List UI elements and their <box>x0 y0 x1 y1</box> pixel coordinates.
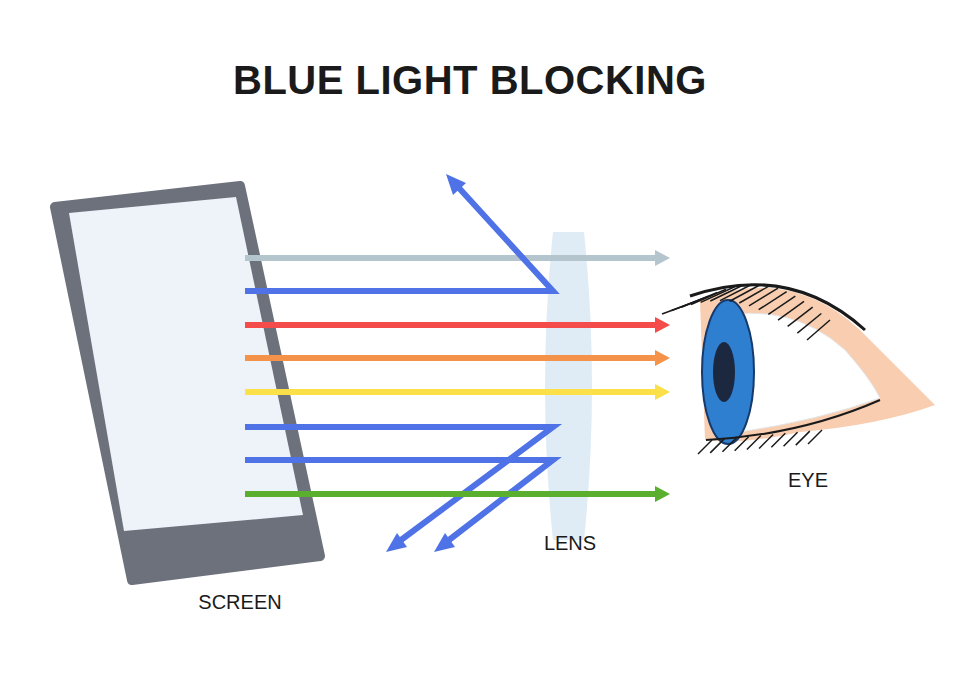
eyelash <box>771 433 785 447</box>
part-label: LENS <box>544 532 596 555</box>
eyelash <box>749 288 778 306</box>
blue-ray <box>245 427 553 540</box>
eyelid-line <box>690 285 865 330</box>
part-label: EYE <box>788 469 828 492</box>
pupil <box>713 342 735 402</box>
blue-ray <box>245 460 553 540</box>
eyelash <box>807 320 830 340</box>
blue-ray <box>245 188 553 291</box>
eyelash <box>701 287 735 303</box>
red-ray <box>245 322 656 328</box>
green-ray <box>245 491 656 497</box>
light-rays <box>245 188 656 540</box>
eyelash <box>808 430 822 444</box>
gray-ray <box>245 255 656 261</box>
eyelash <box>722 438 736 452</box>
arrowhead <box>655 317 670 333</box>
arrowheads <box>386 174 670 552</box>
eyelash <box>759 434 773 448</box>
eyelash <box>710 285 743 301</box>
yellow-ray <box>245 389 656 395</box>
arrowhead <box>434 533 455 552</box>
orange-ray <box>245 355 656 361</box>
eyelash <box>768 296 795 314</box>
diagram-title: BLUE LIGHT BLOCKING <box>233 58 707 103</box>
eyelashes <box>662 284 830 454</box>
eyelash <box>698 440 712 454</box>
arrowhead <box>446 174 466 195</box>
arrowhead <box>655 350 670 366</box>
arrowhead <box>386 533 407 552</box>
arrowhead <box>655 250 670 266</box>
eyelash <box>691 289 726 304</box>
phone-screen <box>69 197 303 531</box>
arrowhead <box>655 486 670 502</box>
eyelash <box>759 292 787 310</box>
lower-lid-line <box>706 400 880 440</box>
eyelash <box>784 432 798 446</box>
phone-body <box>55 186 320 580</box>
part-label: SCREEN <box>198 591 281 614</box>
eye-illustration <box>662 284 935 454</box>
eyelash <box>796 431 810 445</box>
eyelash <box>710 439 724 453</box>
eyelash <box>739 286 769 303</box>
iris <box>702 300 754 444</box>
arrowhead <box>655 384 670 400</box>
eyelash <box>747 436 761 450</box>
eyelash <box>735 437 749 451</box>
